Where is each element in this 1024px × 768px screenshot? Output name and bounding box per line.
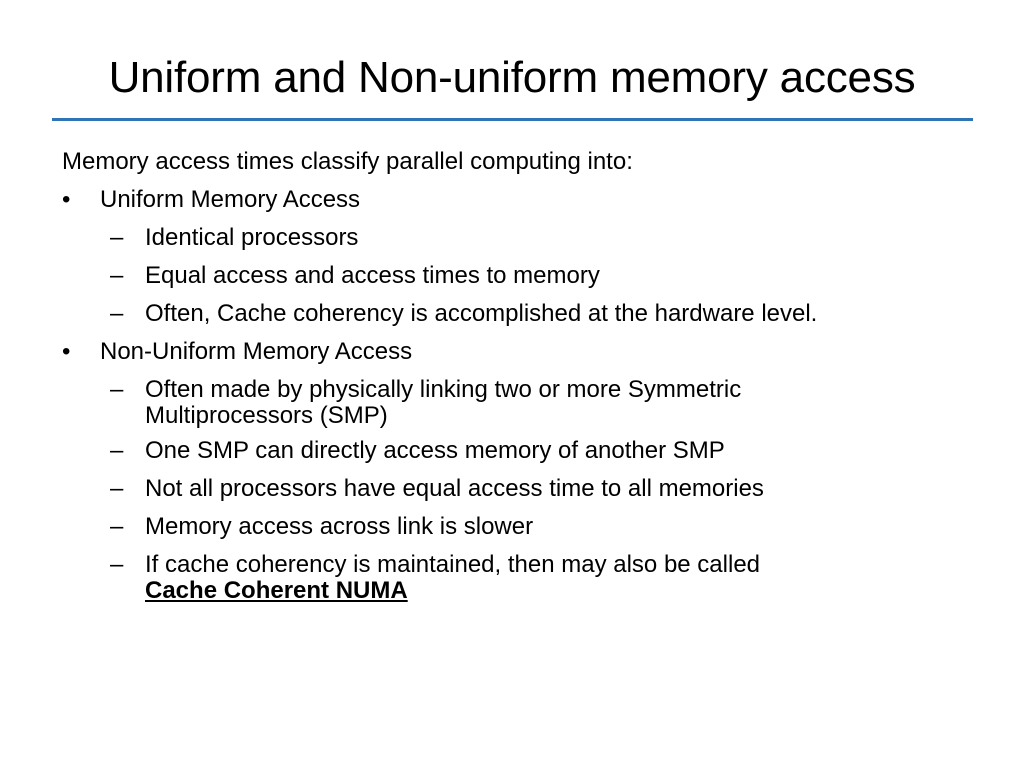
dash-icon: – [110,475,124,502]
numa-item: – Memory access across link is slower [62,511,962,543]
numa-item-text: Memory access across link is slower [145,513,534,540]
slide-body: Memory access times classify parallel co… [62,146,962,610]
numa-item: – One SMP can directly access memory of … [62,435,962,467]
uma-item: – Identical processors [62,222,962,254]
bullet-uma: • Uniform Memory Access [62,184,962,216]
uma-item-text: Identical processors [145,224,359,251]
numa-item-text-line-1: Often made by physically linking two or … [145,376,742,403]
slide-title: Uniform and Non-uniform memory access [108,53,916,102]
intro-text: Memory access times classify parallel co… [62,148,633,175]
numa-item: – Not all processors have equal access t… [62,473,962,505]
cache-coherent-numa-term: Cache Coherent NUMA [145,577,408,604]
numa-item-text-line-2: Multiprocessors (SMP) [145,402,388,429]
dash-icon: – [110,513,124,540]
bullet-numa: • Non-Uniform Memory Access [62,336,962,368]
dash-icon: – [110,262,124,289]
dash-icon: – [110,300,124,327]
numa-item-text: One SMP can directly access memory of an… [145,437,725,464]
uma-item-text: Equal access and access times to memory [145,262,600,289]
dash-icon: – [110,224,124,251]
numa-item-text: Not all processors have equal access tim… [145,475,764,502]
numa-item-text-line-1: If cache coherency is maintained, then m… [145,551,761,578]
dash-icon: – [110,437,124,464]
bullet-icon: • [62,186,71,213]
dash-icon: – [110,376,124,403]
bullet-uma-label: Uniform Memory Access [100,186,361,213]
uma-item-text: Often, Cache coherency is accomplished a… [145,300,818,327]
bullet-numa-label: Non-Uniform Memory Access [100,338,413,365]
uma-item: – Often, Cache coherency is accomplished… [62,298,962,330]
numa-item: – If cache coherency is maintained, then… [62,549,962,604]
numa-item: – Often made by physically linking two o… [62,374,962,429]
dash-icon: – [110,551,124,578]
bullet-icon: • [62,338,71,365]
title-divider [52,118,973,121]
uma-item: – Equal access and access times to memor… [62,260,962,292]
